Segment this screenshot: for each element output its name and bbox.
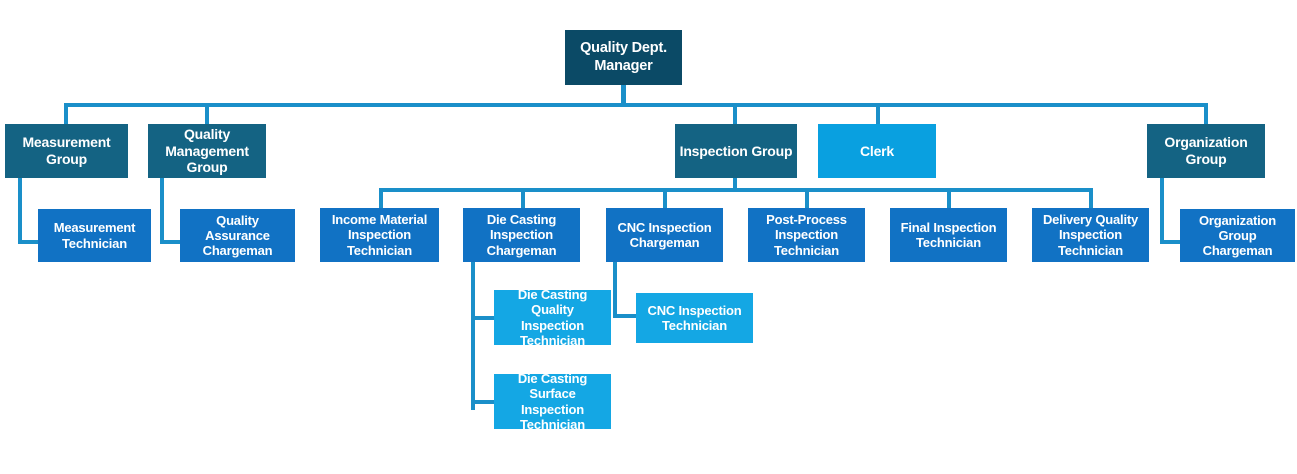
connector-drop-delivery-quality bbox=[1089, 188, 1093, 208]
connector-inspection-stem bbox=[733, 177, 737, 191]
connector-organization-stub bbox=[1160, 240, 1182, 244]
node-delivery-quality-inspection-technician[interactable]: Delivery Quality Inspection Technician bbox=[1032, 208, 1149, 262]
connector-organization-spine bbox=[1160, 177, 1164, 244]
connector-drop-inspection-group bbox=[733, 103, 737, 126]
node-die-casting-quality-inspection-technician[interactable]: Die Casting Quality Inspection Technicia… bbox=[494, 287, 611, 348]
node-quality-assurance-chargeman[interactable]: Quality Assurance Chargeman bbox=[180, 209, 295, 262]
connector-level3-bus bbox=[379, 188, 1093, 192]
connector-die-casting-stub-surface bbox=[471, 400, 495, 404]
connector-cnc-spine bbox=[613, 262, 617, 318]
node-quality-management-group[interactable]: Quality Management Group bbox=[148, 124, 266, 178]
connector-drop-quality-management-group bbox=[205, 103, 209, 126]
connector-measurement-spine bbox=[18, 177, 22, 244]
node-die-casting-inspection-chargeman[interactable]: Die Casting Inspection Chargeman bbox=[463, 208, 580, 262]
node-cnc-inspection-technician[interactable]: CNC Inspection Technician bbox=[636, 293, 753, 343]
node-quality-dept-manager[interactable]: Quality Dept. Manager bbox=[565, 30, 682, 85]
connector-drop-cnc-chargeman bbox=[663, 188, 667, 208]
connector-level2-bus bbox=[64, 103, 1208, 107]
connector-drop-clerk bbox=[876, 103, 880, 126]
connector-die-casting-stub-quality bbox=[471, 316, 495, 320]
connector-drop-post-process bbox=[805, 188, 809, 208]
node-income-material-inspection-technician[interactable]: Income Material Inspection Technician bbox=[320, 208, 439, 262]
node-measurement-group[interactable]: Measurement Group bbox=[5, 124, 128, 178]
connector-drop-organization-group bbox=[1204, 103, 1208, 126]
connector-cnc-stub bbox=[613, 314, 637, 318]
connector-die-casting-spine bbox=[471, 262, 475, 410]
connector-drop-final-inspection bbox=[947, 188, 951, 208]
connector-drop-die-casting-chargeman bbox=[521, 188, 525, 208]
node-cnc-inspection-chargeman[interactable]: CNC Inspection Chargeman bbox=[606, 208, 723, 262]
node-post-process-inspection-technician[interactable]: Post-Process Inspection Technician bbox=[748, 208, 865, 262]
connector-drop-income-material bbox=[379, 188, 383, 208]
node-die-casting-surface-inspection-technician[interactable]: Die Casting Surface Inspection Technicia… bbox=[494, 371, 611, 432]
node-clerk[interactable]: Clerk bbox=[818, 124, 936, 178]
connector-quality-management-stub bbox=[160, 240, 182, 244]
node-final-inspection-technician[interactable]: Final Inspection Technician bbox=[890, 208, 1007, 262]
node-inspection-group[interactable]: Inspection Group bbox=[675, 124, 797, 178]
connector-measurement-stub bbox=[18, 240, 40, 244]
connector-drop-measurement-group bbox=[64, 103, 68, 126]
connector-root-stem bbox=[621, 85, 626, 107]
node-organization-group-chargeman[interactable]: Organization Group Chargeman bbox=[1180, 209, 1295, 262]
node-organization-group[interactable]: Organization Group bbox=[1147, 124, 1265, 178]
connector-quality-management-spine bbox=[160, 177, 164, 244]
node-measurement-technician[interactable]: Measurement Technician bbox=[38, 209, 151, 262]
